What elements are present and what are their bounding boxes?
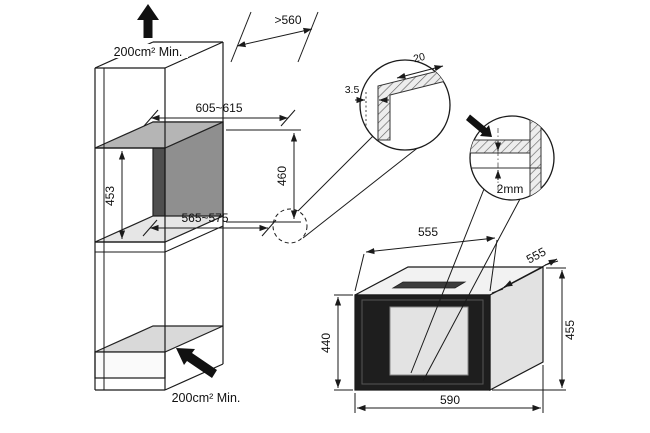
bottom-vent-panel-front — [94, 351, 166, 379]
cabinet-drawing — [94, 4, 224, 391]
detail-leader-lines-1 — [297, 135, 421, 239]
appliance-drawing — [354, 266, 544, 391]
dim-flange: 20 — [412, 51, 426, 66]
dim-appliance-depth: 555 — [524, 244, 549, 266]
detail-view-edge: 2mm — [466, 114, 555, 201]
detail-marker-circle — [272, 208, 308, 244]
shelf-section — [470, 139, 531, 154]
dim-opening-width-top: 605~615 — [195, 101, 242, 115]
door-frame-section — [529, 117, 542, 200]
appliance-top-grille — [391, 281, 467, 289]
dim-depth-min: >560 — [274, 13, 301, 27]
airflow-in-arrow-icon — [176, 348, 217, 378]
dim-opening-height-front: 453 — [103, 186, 117, 206]
top-vent-label: 200cm² Min. — [114, 45, 183, 59]
dim-appliance-width-top: 555 — [418, 225, 438, 239]
appliance-dimensions — [334, 235, 566, 413]
detail-leader-lines-2 — [410, 188, 521, 382]
label-backing — [110, 44, 188, 58]
dim-appliance-width-bottom: 590 — [440, 393, 460, 407]
bottom-vent-label: 200cm² Min. — [172, 391, 241, 405]
appliance-door-glass — [389, 306, 469, 376]
dim-protrusion: 2mm — [497, 182, 524, 196]
dim-gap: 3.5 — [345, 84, 360, 96]
dim-appliance-height-overall: 455 — [563, 320, 577, 340]
bottom-vent-panel-top — [94, 325, 224, 353]
airflow-up-arrow-icon — [137, 4, 159, 38]
pointer-arrow-icon — [466, 114, 492, 137]
cabinet-dimensions — [109, 11, 319, 244]
dim-appliance-height-front: 440 — [319, 333, 333, 353]
dim-opening-height-rear: 460 — [275, 166, 289, 186]
dim-opening-width-bottom: 565~575 — [181, 211, 228, 225]
appliance-door-inner-frame — [361, 299, 484, 385]
detail-view-corner: 3.5 20 — [345, 51, 451, 151]
